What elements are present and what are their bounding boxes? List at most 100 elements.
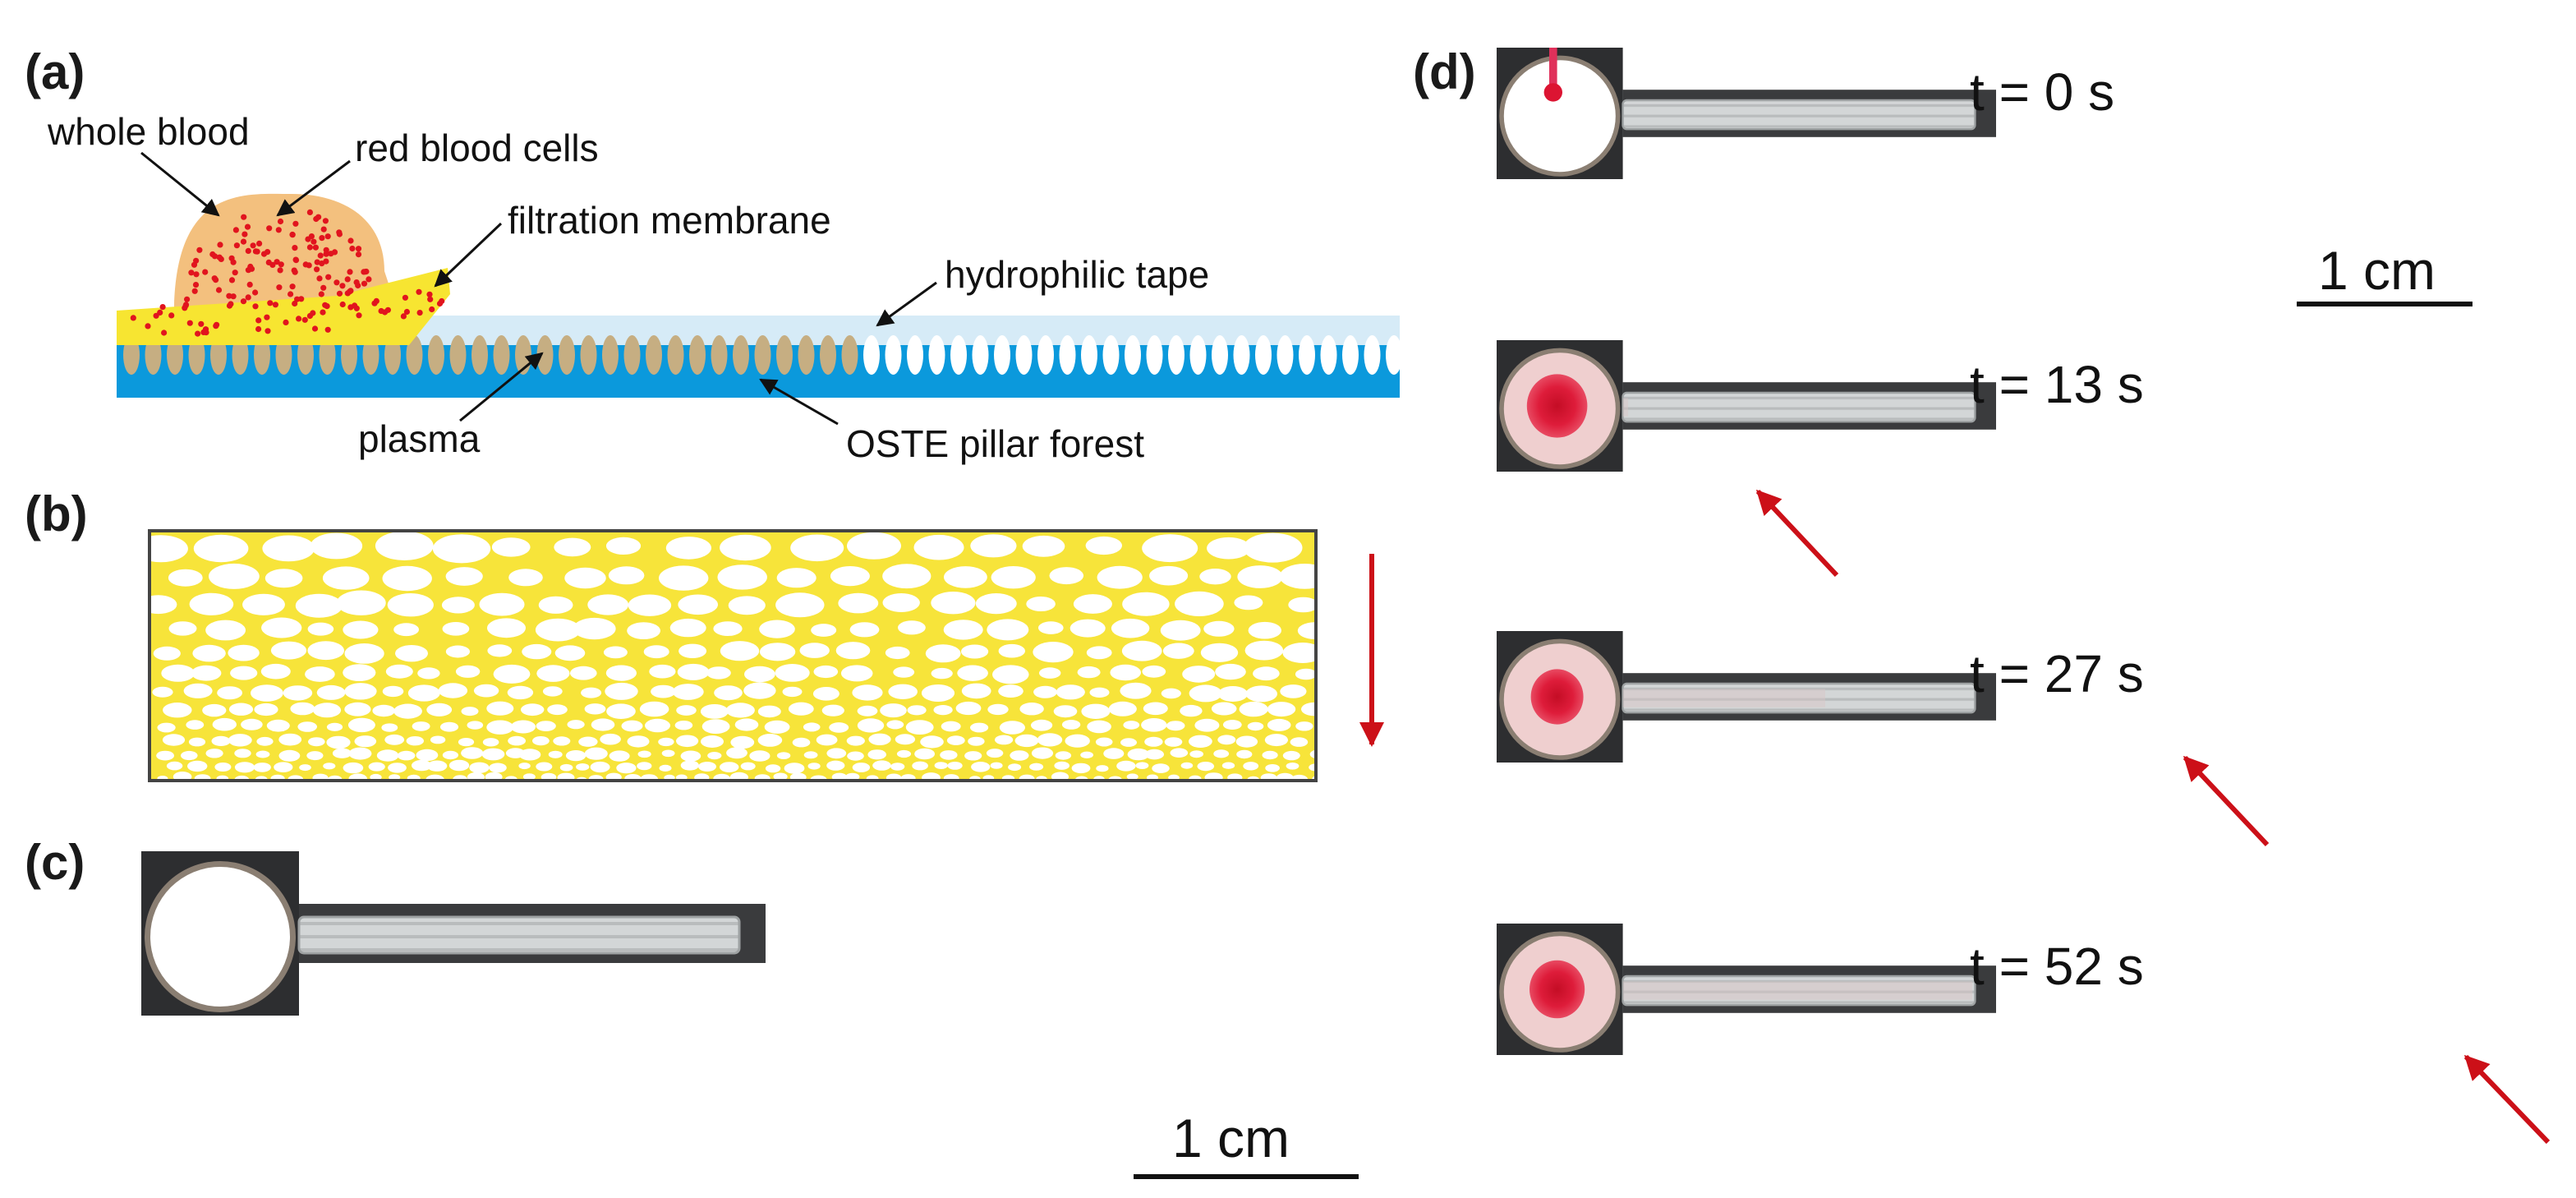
pore [278,749,301,762]
pore [847,751,864,761]
pore [1038,621,1064,634]
pore [412,759,432,772]
pore [348,747,372,760]
rbc-dot [356,312,362,319]
pore [1036,776,1047,779]
pore [852,763,871,772]
pore [522,773,536,779]
pore [518,749,541,761]
pore [1108,701,1137,716]
pore [306,751,324,761]
pore [489,763,507,773]
pore [1248,621,1282,639]
pore [920,735,944,749]
pore [947,762,963,770]
pore [713,621,743,636]
panel-a: (a) whole blood red blood cells filtrati… [25,44,1402,465]
pore [205,620,246,641]
pore [720,641,760,661]
pore [1019,774,1035,779]
pore [1053,705,1078,718]
pore [898,620,926,635]
pore [838,592,879,614]
pore [467,772,485,779]
pore [1189,750,1203,758]
pore [168,621,197,636]
pore [214,763,232,772]
pore [1014,734,1039,748]
pore [202,703,227,717]
pore [308,737,325,747]
pore [439,721,459,732]
pore [336,590,386,615]
pore [163,703,192,718]
pore [230,666,258,680]
frame-t0: t = 0 s 1 cm [1497,48,2472,306]
pore [412,721,430,731]
rbc-dot [188,270,195,276]
pore [1055,751,1072,760]
pore [957,665,988,681]
pore [1213,749,1230,758]
pore [1237,565,1283,588]
pillar [1342,335,1359,375]
blood-drop [1543,83,1562,102]
pore [627,735,650,748]
pore [1135,762,1149,769]
pore [299,764,311,772]
pore [706,666,731,680]
pillar [1168,335,1184,375]
pore [813,665,839,679]
pore [554,537,591,557]
rbc-dot [247,263,254,270]
capillary-channel [1622,682,1976,714]
pore [312,773,329,779]
pore [264,569,303,588]
pore [260,663,291,680]
rbc-dot [233,242,240,249]
pore [912,761,928,771]
pore [354,735,377,748]
pore [621,720,643,732]
pore [1236,749,1253,759]
rbc-dot [347,304,354,311]
pore [270,641,307,660]
pore [307,622,334,636]
panel-label-d: (d) [1413,44,1476,99]
pore [730,735,755,749]
pore [1054,761,1070,770]
label-plasma: plasma [358,417,481,460]
pore [312,703,342,718]
pore [624,774,642,779]
rbc-dot [246,281,253,288]
pillar [623,335,641,375]
rbc-dot [232,270,238,276]
pore [487,644,513,657]
rbc-dot [314,259,320,265]
label-whole-blood: whole blood [47,110,250,153]
rbc-dot [347,269,353,275]
pore [661,749,675,758]
pore [591,718,615,731]
rbc-dot [168,312,175,319]
pore [426,703,453,716]
rbc-dot [215,287,223,293]
pillar [994,335,1010,375]
rbc-dot [353,279,360,286]
pore [970,534,1017,558]
pore [1161,688,1181,699]
pore [1260,773,1277,779]
pore [1267,702,1296,717]
pore [616,763,637,774]
pore [1120,682,1152,699]
pore [890,763,905,771]
pore [1051,772,1070,779]
pore [559,763,573,772]
pore [368,762,385,772]
pore [1149,565,1189,586]
pore [347,717,375,733]
rbc-dot [272,302,278,308]
leader-hydrophilic-tape [876,281,937,327]
pore [310,532,363,560]
pillar [667,335,684,375]
